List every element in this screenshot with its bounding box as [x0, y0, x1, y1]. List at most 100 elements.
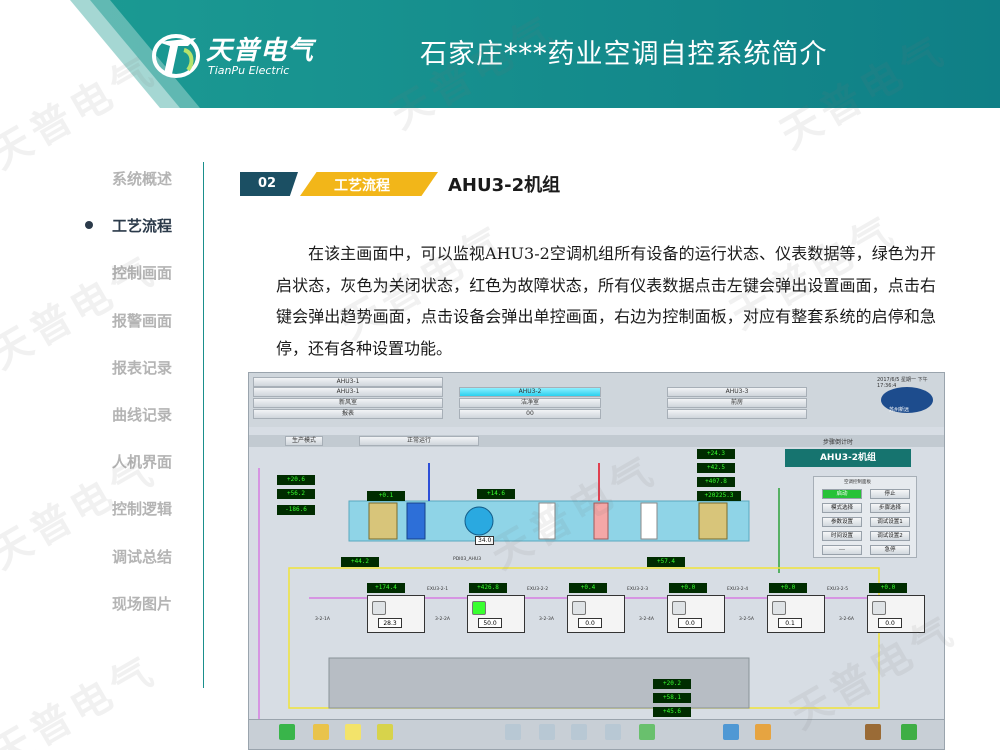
active-dot-icon	[85, 221, 93, 229]
scada-readout[interactable]: +20.2	[653, 679, 691, 689]
scada-eu-sub: 3-2-5A	[739, 617, 754, 622]
scada-readout[interactable]: +20.6	[277, 475, 315, 485]
scada-eu-sub: 3-2-1A	[315, 617, 330, 622]
scada-eu-name: EXU3-2-3	[627, 587, 649, 592]
scada-eu-unit[interactable]: 0.1	[767, 595, 825, 633]
scada-eu-sub: 3-2-3A	[539, 617, 554, 622]
fan-icon	[572, 601, 586, 615]
section-title: AHU3-2机组	[448, 175, 561, 196]
scada-eu-sub: 3-2-6A	[839, 617, 854, 622]
section-tag: 工艺流程	[300, 172, 438, 196]
scada-eu-readout[interactable]: +174.4	[367, 583, 405, 593]
arrow-left-icon[interactable]	[505, 724, 521, 740]
chart-icon[interactable]	[723, 724, 739, 740]
check-icon[interactable]	[901, 724, 917, 740]
scada-eu-unit[interactable]: 0.0	[867, 595, 925, 633]
scada-readout[interactable]: +24.3	[697, 449, 735, 459]
scada-readout[interactable]: +56.2	[277, 489, 315, 499]
scada-eu-unit[interactable]: 0.0	[667, 595, 725, 633]
tool-icon[interactable]	[313, 724, 329, 740]
sidebar-item-site-photos[interactable]: 现场图片	[111, 595, 172, 613]
scada-eu-unit[interactable]: 50.0	[467, 595, 525, 633]
scada-panel-title: AHU3-2机组	[785, 449, 911, 467]
scada-toolbar	[249, 719, 944, 749]
scada-readout[interactable]: +44.2	[341, 557, 379, 567]
logo-english: TianPu Electric	[208, 64, 290, 77]
scada-eu-unit[interactable]: 28.3	[367, 595, 425, 633]
scada-readout[interactable]: +42.5	[697, 463, 735, 473]
scada-blank-button[interactable]: ---	[822, 545, 862, 555]
scada-readout[interactable]: +57.4	[647, 557, 685, 567]
scada-control-panel: 空调控制面板 启动 停止 模式选择 步骤选择 参数设置 调试设置1 时间设置 调…	[813, 476, 917, 558]
scada-step-select-button[interactable]: 步骤选择	[870, 503, 910, 513]
watermark: 天普电气	[0, 646, 166, 750]
scada-param-button[interactable]: 参数设置	[822, 517, 862, 527]
print-icon[interactable]	[639, 724, 655, 740]
scada-tab-front-room[interactable]: 前房	[667, 398, 807, 408]
company-logo: 天普电气 TianPu Electric	[150, 26, 330, 86]
play-icon[interactable]	[279, 724, 295, 740]
scada-mode[interactable]: 生产模式	[285, 436, 323, 446]
sidebar-item-overview[interactable]: 系统概述	[111, 170, 172, 188]
sidebar-item-alarm-screen[interactable]: 报警画面	[111, 312, 172, 330]
header-band: 天普电气 TianPu Electric 石家庄***药业空调自控系统简介	[0, 0, 1000, 108]
scada-start-button[interactable]: 启动	[822, 489, 862, 499]
scada-mode-select-button[interactable]: 模式选择	[822, 503, 862, 513]
fan-icon	[872, 601, 886, 615]
logo-mark-icon	[152, 34, 200, 78]
scada-emergency-stop-button[interactable]: 急停	[870, 545, 910, 555]
sidebar-item-report[interactable]: 报表记录	[111, 359, 172, 377]
scada-eu-unit[interactable]: 0.0	[567, 595, 625, 633]
arrow-up-icon[interactable]	[539, 724, 555, 740]
scada-eu-readout[interactable]: +0.4	[569, 583, 607, 593]
scada-readout[interactable]: +58.1	[653, 693, 691, 703]
sidebar-item-commissioning[interactable]: 调试总结	[111, 548, 172, 566]
scada-readout[interactable]: +0.1	[367, 491, 405, 501]
scada-eu-value: 0.0	[678, 618, 702, 628]
scada-tab-ahu3-1[interactable]: AHU3-1	[253, 377, 443, 387]
arrow-right-icon[interactable]	[571, 724, 587, 740]
scada-run-status: 正常运行	[359, 436, 479, 446]
speaker-icon[interactable]	[865, 724, 881, 740]
settings-icon[interactable]	[755, 724, 771, 740]
scada-debug1-button[interactable]: 调试设置1	[870, 517, 910, 527]
scada-readout[interactable]: +45.6	[653, 707, 691, 717]
scada-eu-sub: 3-2-2A	[435, 617, 450, 622]
scada-tab-ahu3-1b[interactable]: AHU3-1	[253, 387, 443, 397]
scada-debug2-button[interactable]: 调试设置2	[870, 531, 910, 541]
description-paragraph: 在该主画面中，可以监视AHU3-2空调机组所有设备的运行状态、仪表数据等，绿色为…	[276, 244, 936, 358]
scada-readout[interactable]: +14.6	[477, 489, 515, 499]
fan-icon	[472, 601, 486, 615]
scada-eu-readout[interactable]: +0.0	[669, 583, 707, 593]
scada-eu-readout[interactable]: +426.8	[469, 583, 507, 593]
arrow-down-icon[interactable]	[605, 724, 621, 740]
scada-eu-name: EXU3-2-5	[827, 587, 849, 592]
scada-eu-name: EXU3-2-1	[427, 587, 449, 592]
sidebar-item-control-screen[interactable]: 控制画面	[111, 264, 172, 282]
scada-datetime: 2017/6/5 星期一 下午 17:36:4	[877, 377, 928, 389]
scada-tab-00[interactable]: 00	[459, 409, 601, 419]
log-icon[interactable]	[377, 724, 393, 740]
sidebar-item-label: 工艺流程	[111, 217, 172, 235]
scada-tab-ahu3-2[interactable]: AHU3-2	[459, 387, 601, 397]
folder-icon[interactable]	[345, 724, 361, 740]
scada-eu-name: EXU3-2-2	[527, 587, 549, 592]
scada-tab-fresh-air[interactable]: 新风室	[253, 398, 443, 408]
scada-tab-report[interactable]: 报表	[253, 409, 443, 419]
scada-fan-name: PDI03_AHU3	[453, 557, 482, 562]
sidebar-item-process[interactable]: 工艺流程	[60, 215, 190, 241]
scada-readout[interactable]: -186.6	[277, 505, 315, 515]
scada-tab-blank[interactable]	[667, 409, 807, 419]
sidebar-item-curve[interactable]: 曲线记录	[111, 406, 172, 424]
scada-eu-readout[interactable]: +0.0	[869, 583, 907, 593]
scada-fan-value[interactable]: 34.0	[475, 536, 495, 545]
sidebar-item-hmi[interactable]: 人机界面	[111, 453, 172, 471]
sidebar-item-logic[interactable]: 控制逻辑	[111, 500, 172, 518]
scada-stop-button[interactable]: 停止	[870, 489, 910, 499]
scada-readout[interactable]: +20225.3	[697, 491, 741, 501]
scada-time-button[interactable]: 时间设置	[822, 531, 862, 541]
scada-tab-clean-room[interactable]: 洁净室	[459, 398, 601, 408]
scada-readout[interactable]: +407.8	[697, 477, 735, 487]
scada-eu-readout[interactable]: +0.0	[769, 583, 807, 593]
scada-tab-ahu3-3[interactable]: AHU3-3	[667, 387, 807, 397]
